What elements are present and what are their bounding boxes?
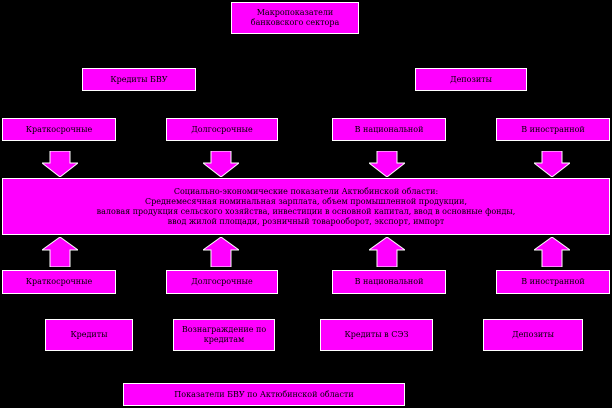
upper-term-short: Краткосрочные: [2, 118, 116, 141]
arrow-down-1: [42, 151, 78, 177]
arrow-down-4: [534, 151, 570, 177]
loans-header: Кредиты БВУ: [82, 68, 196, 91]
top-box-line1: Макропоказатели: [256, 8, 334, 17]
deposits-header: Депозиты: [415, 68, 527, 91]
top-box: Макропоказатели банковского сектора: [231, 2, 359, 34]
top-box-line2: банковского сектора: [250, 18, 340, 27]
lower-term-foreign: В иностранной: [496, 270, 610, 294]
center-line-4: ввод жилой площади, розничный товарообор…: [167, 216, 445, 226]
lower-term-long: Долгосрочные: [166, 270, 278, 294]
center-line-1: Социально-экономические показатели Актюб…: [173, 186, 439, 196]
arrow-down-3: [369, 151, 405, 177]
arrow-up-4: [534, 237, 570, 267]
lower-term-national: В национальной: [332, 270, 446, 294]
arrow-down-2: [203, 151, 239, 177]
center-line-2: Среднемесячная номинальная зарплата, объ…: [144, 196, 468, 206]
center-box: Социально-экономические показатели Актюб…: [2, 178, 610, 235]
arrow-up-3: [369, 237, 405, 267]
arrow-up-1: [42, 237, 78, 267]
upper-term-long: Долгосрочные: [166, 118, 278, 141]
category-sez-loans: Кредиты в СЭЗ: [320, 319, 433, 351]
upper-term-national: В национальной: [332, 118, 446, 141]
category-loans: Кредиты: [45, 319, 133, 351]
upper-term-foreign: В иностранной: [496, 118, 610, 141]
center-line-3: валовая продукция сельского хозяйства, и…: [96, 206, 516, 216]
arrow-up-2: [203, 237, 239, 267]
lower-term-short: Краткосрочные: [2, 270, 116, 294]
category-deposits: Депозиты: [483, 319, 583, 351]
category-loan-interest: Вознаграждение по кредитам: [173, 319, 275, 351]
bottom-box: Показатели БВУ по Актюбинской области: [123, 383, 405, 406]
